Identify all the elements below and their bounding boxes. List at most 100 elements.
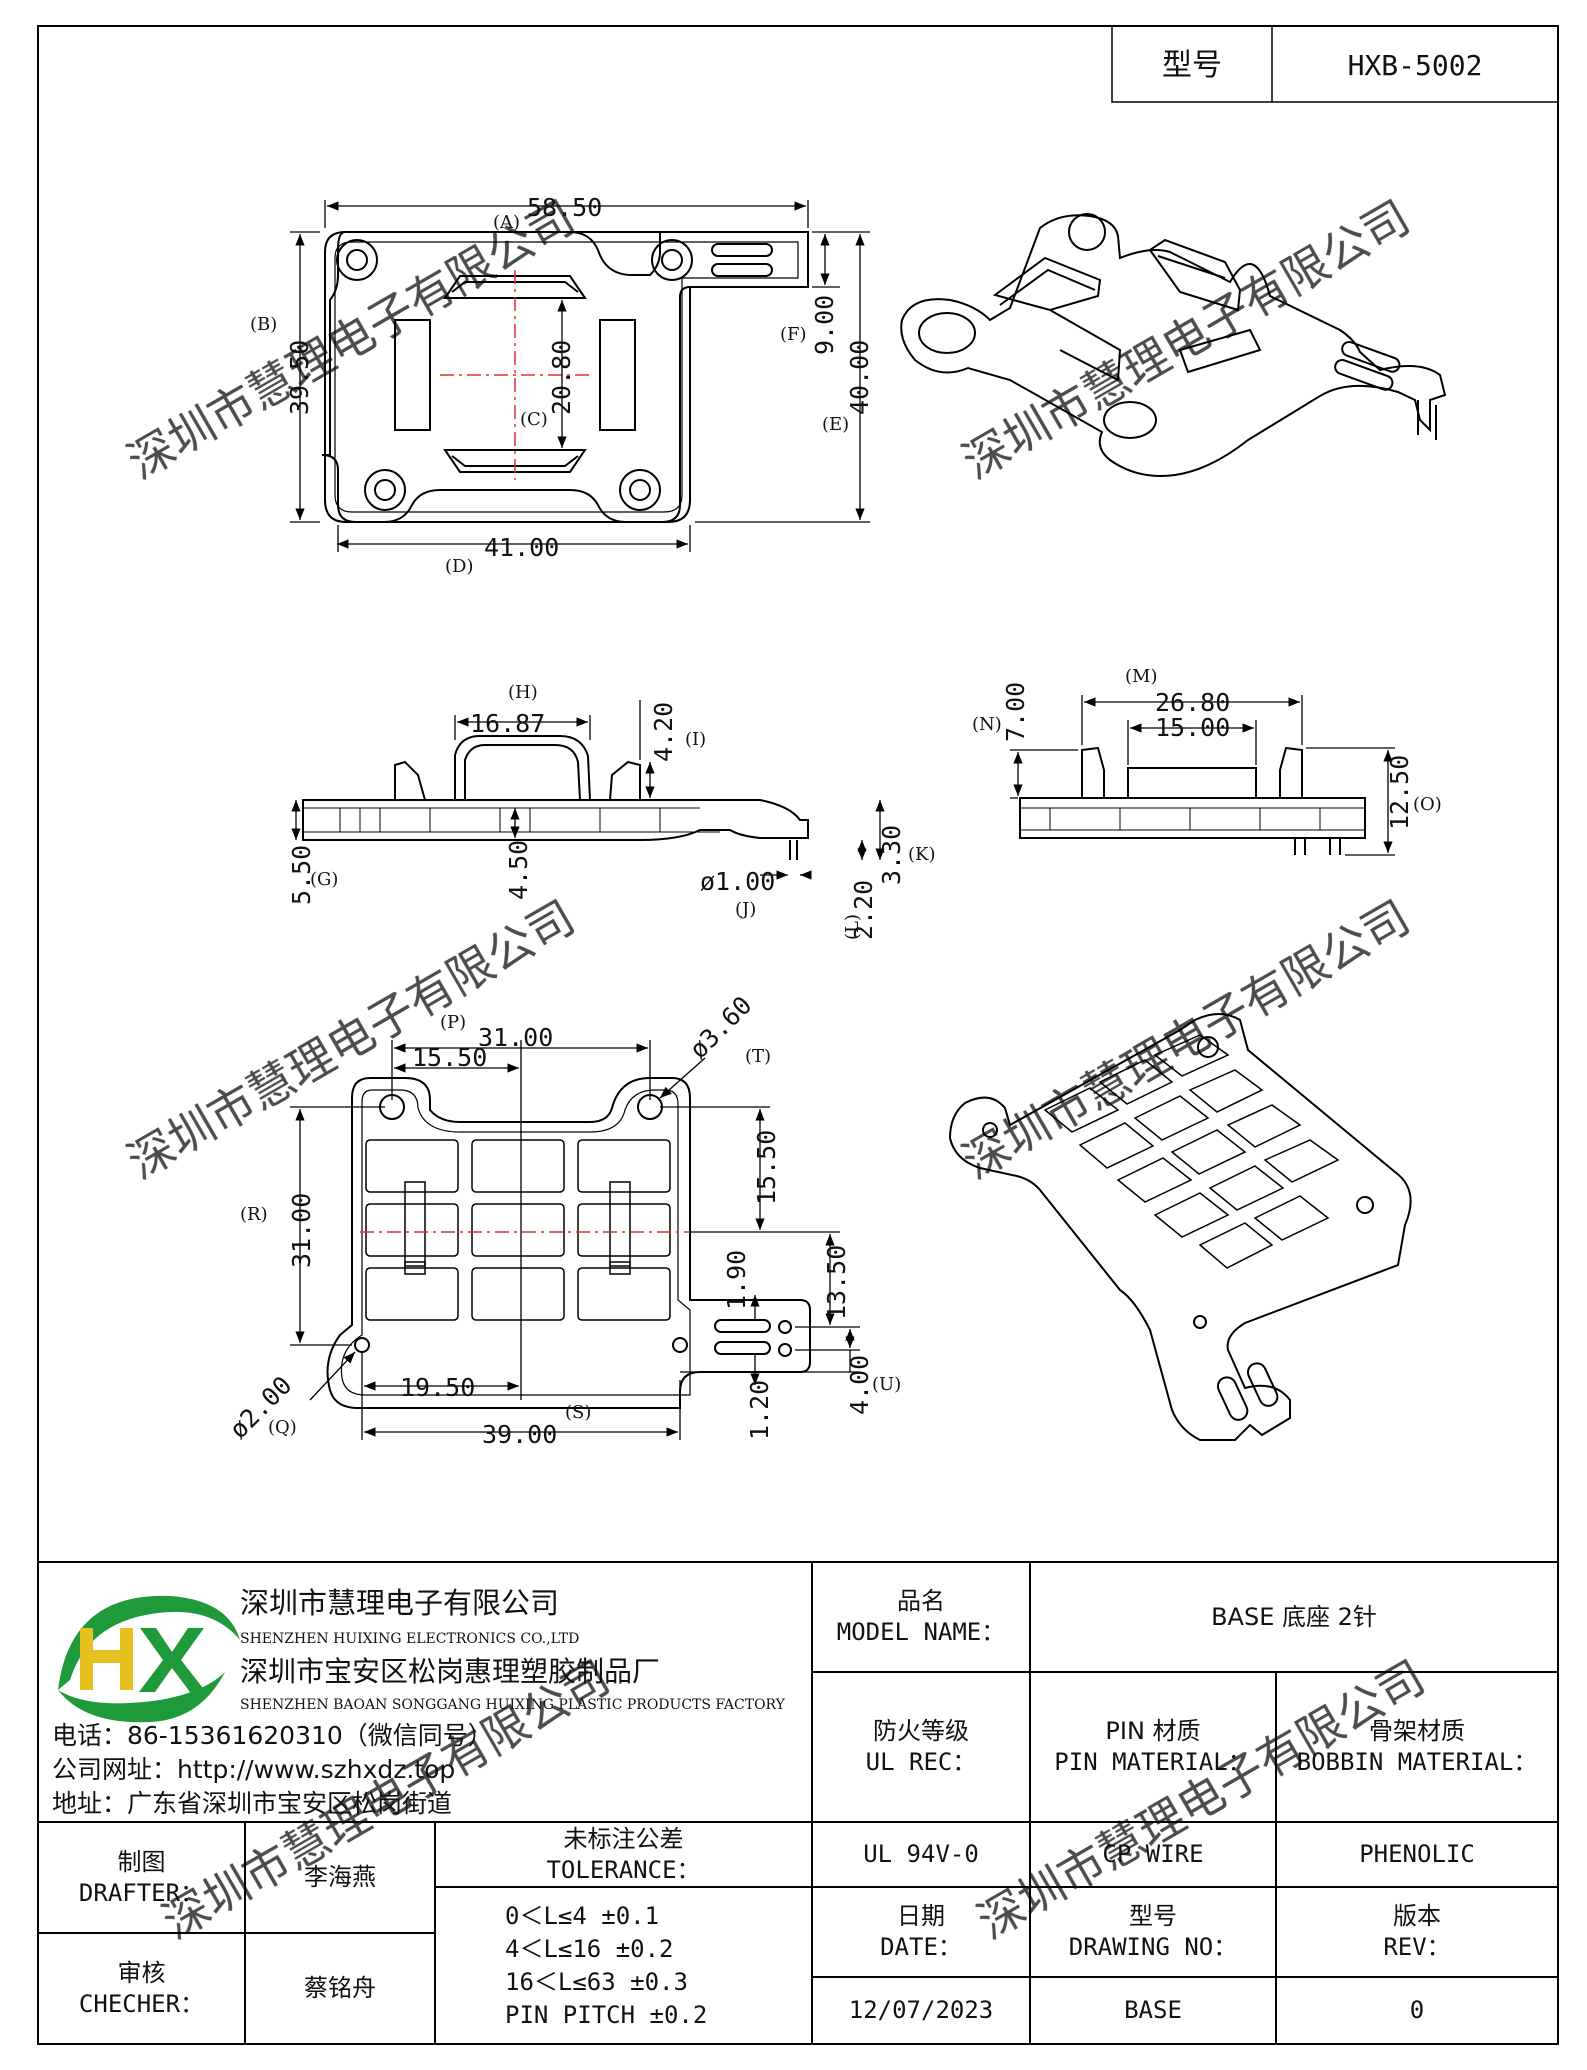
model-header-label: 型号 xyxy=(1162,48,1222,83)
dim-tag-u: (U) xyxy=(872,1374,901,1395)
factory-name-cn: 深圳市宝安区松岗惠理塑胶制品厂 xyxy=(240,1652,810,1690)
company-phone: 电话：86-15361620310（微信同号） xyxy=(52,1718,812,1752)
company-website-text: 公司网址：http://www.szhxdz.top xyxy=(52,1754,456,1784)
dim-value-o: 12.50 xyxy=(1385,755,1414,830)
date-label-en: DATE： xyxy=(880,1933,962,1961)
factory-name-cn-text: 深圳市宝安区松岗惠理塑胶制品厂 xyxy=(240,1654,661,1688)
company-address-text: 地址：广东省深圳市宝安区松岗街道 xyxy=(52,1788,453,1818)
drafter-label: 制图 DRAFTER： xyxy=(38,1822,245,1933)
top-view-dimensions xyxy=(290,200,870,552)
company-phone-text: 电话：86-15361620310（微信同号） xyxy=(52,1720,493,1750)
bobbin-material-label: 骨架材质 BOBBIN MATERIAL： xyxy=(1276,1672,1558,1822)
front-view xyxy=(302,735,809,860)
model-name-label-en: MODEL NAME： xyxy=(836,1618,1006,1646)
dim-value-v2: 1.90 xyxy=(722,1250,751,1310)
pin-material-label-cn: PIN 材质 xyxy=(1105,1717,1201,1745)
dim-value-e: 40.00 xyxy=(845,340,874,415)
sheet-border xyxy=(37,25,1559,2045)
drafter-label-en: DRAFTER： xyxy=(78,1878,205,1907)
dim-value-a: 58.50 xyxy=(527,193,602,222)
bobbin-material-label-en: BOBBIN MATERIAL： xyxy=(1296,1748,1538,1776)
dim-tag-q: (Q) xyxy=(268,1417,297,1438)
dim-tag-b: (B) xyxy=(250,314,277,335)
dim-tag-e: (E) xyxy=(822,414,849,435)
bobbin-material-value: PHENOLIC xyxy=(1276,1822,1558,1887)
dim-value-center: 4.50 xyxy=(504,840,533,900)
ul-rec-label-en: UL REC： xyxy=(865,1748,977,1776)
bobbin-material-value-text: PHENOLIC xyxy=(1359,1840,1475,1868)
company-website: 公司网址：http://www.szhxdz.top xyxy=(52,1752,812,1786)
dim-value-c: 20.80 xyxy=(547,340,576,415)
factory-name-en: SHENZHEN BAOAN SONGGANG HUIXING PLASTIC … xyxy=(240,1694,810,1716)
tolerance-line: 0＜L≤4 ±0.1 xyxy=(505,1901,660,1930)
model-name-label: 品名 MODEL NAME： xyxy=(812,1562,1030,1672)
dim-value-m: 26.80 xyxy=(1155,688,1230,717)
dim-tag-p: (P) xyxy=(440,1012,466,1033)
date-label: 日期 DATE： xyxy=(812,1887,1030,1977)
company-name-cn: 深圳市慧理电子有限公司 xyxy=(240,1585,810,1621)
dim-tag-r: (R) xyxy=(240,1204,268,1225)
title-block-grid xyxy=(38,1561,1558,2044)
dim-value-h1: 19.50 xyxy=(400,1373,475,1402)
checker-label: 审核 CHECHER： xyxy=(38,1933,245,2044)
dim-tag-s: (S) xyxy=(565,1402,591,1423)
company-logo xyxy=(58,1595,240,1723)
bobbin-material-label-cn: 骨架材质 xyxy=(1369,1717,1465,1745)
top-view xyxy=(321,231,809,523)
dim-tag-c: (C) xyxy=(520,409,548,430)
date-value: 12/07/2023 xyxy=(812,1977,1030,2044)
model-name-label-cn: 品名 xyxy=(897,1587,945,1615)
bottom-view xyxy=(326,1077,811,1409)
ul-rec-label-cn: 防火等级 xyxy=(873,1717,969,1745)
tolerance-line: 16＜L≤63 ±0.3 xyxy=(505,1967,688,1996)
dim-value-n: 7.00 xyxy=(1001,682,1030,742)
dim-tag-k: (K) xyxy=(908,844,936,865)
dim-value-b: 39.50 xyxy=(285,340,314,415)
dim-value-p: 31.00 xyxy=(478,1023,553,1052)
checker-label-en: CHECHER： xyxy=(78,1989,205,2018)
iso-view-top xyxy=(900,213,1447,477)
dim-value-k: 3.30 xyxy=(877,825,906,885)
front-view-dimensions xyxy=(291,700,885,880)
tolerance-label-cn: 未标注公差 xyxy=(563,1824,684,1853)
checker-name: 蔡铭舟 xyxy=(245,1933,435,2044)
drawing-no-label: 型号 DRAWING NO： xyxy=(1030,1887,1276,1977)
pin-material-label-en: PIN MATERIAL： xyxy=(1054,1748,1252,1776)
dim-tag-i: (I) xyxy=(685,729,706,750)
dim-tag-d: (D) xyxy=(445,556,473,577)
top-view-centerlines xyxy=(440,270,590,480)
dim-tag-h: (H) xyxy=(508,682,538,703)
drawing-no-label-cn: 型号 xyxy=(1129,1902,1177,1930)
rev-label-cn: 版本 xyxy=(1393,1902,1441,1930)
dim-tag-j: (J) xyxy=(735,899,756,920)
dim-value-g: 5.50 xyxy=(287,845,316,905)
dim-value-d: 41.00 xyxy=(484,533,559,562)
drawing-no-value: BASE xyxy=(1030,1977,1276,2044)
dim-value-r: 31.00 xyxy=(287,1193,316,1268)
dim-value-vert-half: 15.50 xyxy=(752,1130,781,1205)
side-view-labels: (M) 26.80 15.00 (N) 7.00 12.50 (O) xyxy=(972,666,1442,830)
ul-rec-label: 防火等级 UL REC： xyxy=(812,1672,1030,1822)
dim-tag-n: (N) xyxy=(972,714,1002,735)
company-address: 地址：广东省深圳市宝安区松岗街道 xyxy=(52,1786,812,1820)
drafter-label-cn: 制图 xyxy=(117,1847,166,1876)
dim-value-v3: 1.20 xyxy=(745,1380,774,1440)
dim-tag-f: (F) xyxy=(780,324,807,345)
dim-value-l: 2.20 xyxy=(849,880,878,940)
checker-label-cn: 审核 xyxy=(117,1958,166,1987)
dim-value-half: 15.50 xyxy=(412,1043,487,1072)
checker-name-text: 蔡铭舟 xyxy=(304,1974,376,2002)
ul-rec-value: UL 94V-0 xyxy=(812,1822,1030,1887)
dim-value-s: 39.00 xyxy=(482,1420,557,1449)
dim-tag-t: (T) xyxy=(745,1046,771,1067)
dim-value-v1: 13.50 xyxy=(822,1245,851,1320)
dim-value-inner: 15.00 xyxy=(1155,713,1230,742)
dim-value-i: 4.20 xyxy=(649,702,678,762)
date-label-cn: 日期 xyxy=(897,1902,945,1930)
watermark-text: 深圳市慧理电子有限公司 xyxy=(954,190,1419,490)
front-view-labels: (H) 16.87 (I) 4.20 (G) 5.50 4.50 ø1.00 (… xyxy=(287,682,936,940)
company-name-en: SHENZHEN HUIXING ELECTRONICS CO.,LTD xyxy=(240,1628,810,1650)
bottom-view-dimensions xyxy=(290,1040,860,1440)
pin-material-value-text: CP WIRE xyxy=(1102,1840,1204,1868)
